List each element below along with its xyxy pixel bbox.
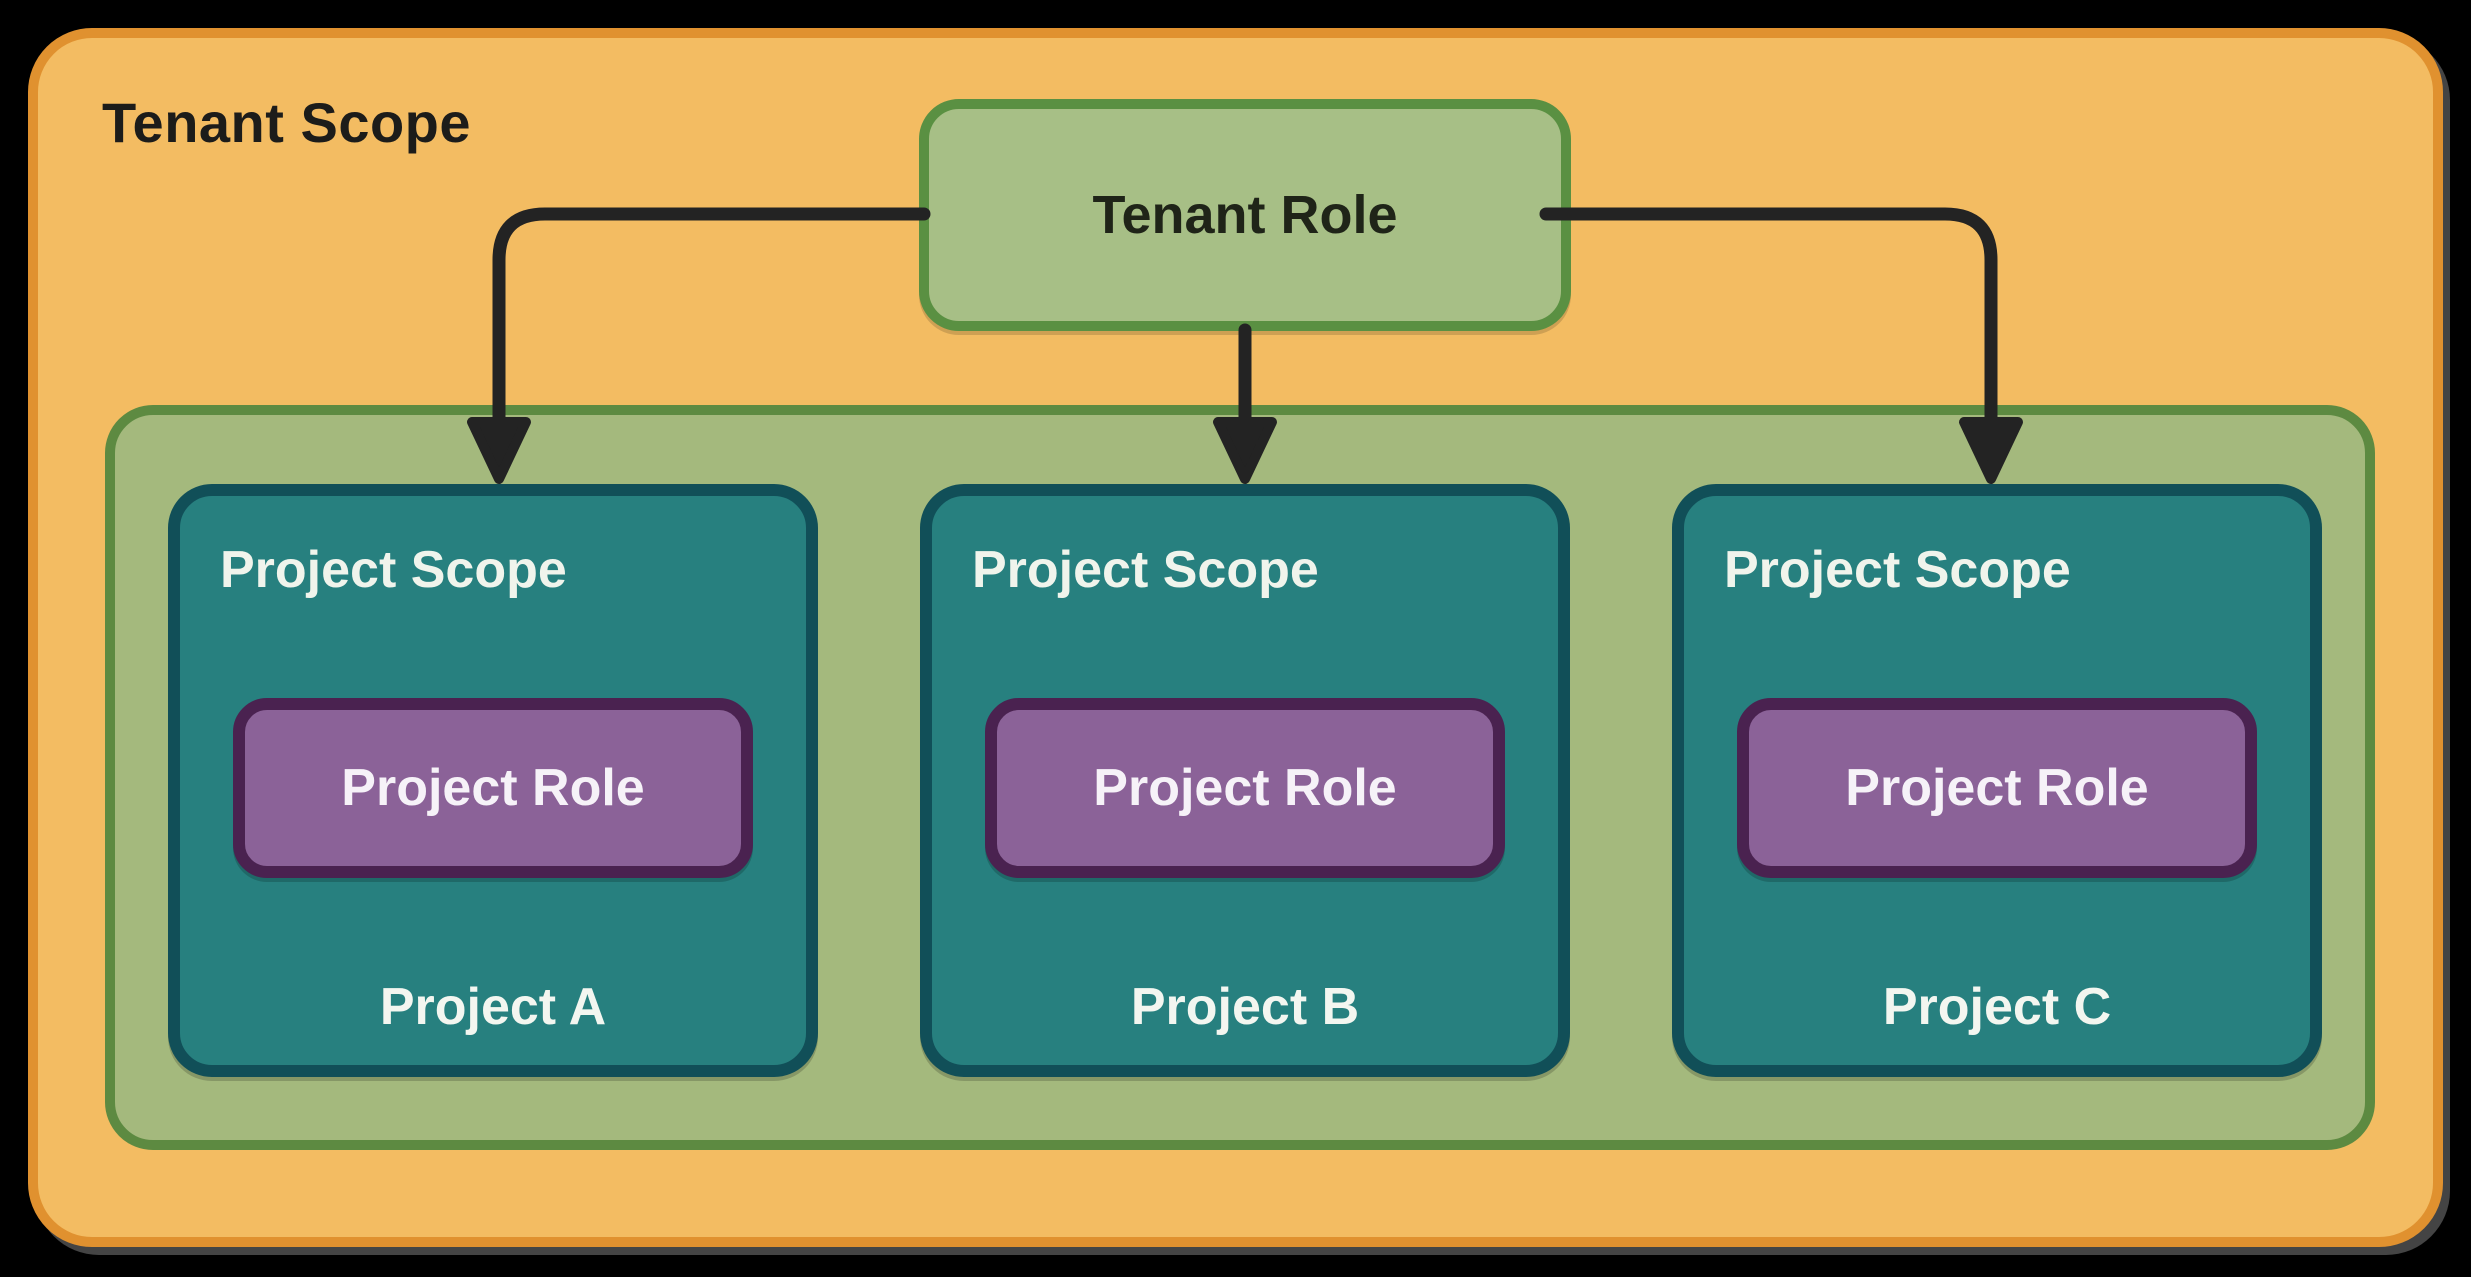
project-role-node: Project Role <box>1737 698 2257 878</box>
project-scope-label: Project Scope <box>1724 541 2071 599</box>
project-role-label: Project Role <box>1093 759 1397 817</box>
project-role-label: Project Role <box>1845 759 2149 817</box>
tenant-scope-label: Tenant Scope <box>102 91 472 154</box>
project-name-label: Project C <box>1882 978 2112 1036</box>
project-role-node: Project Role <box>233 698 753 878</box>
project-name-label: Project A <box>379 978 607 1036</box>
project-role-node: Project Role <box>985 698 1505 878</box>
project-name-label: Project B <box>1130 978 1360 1036</box>
project-scope-box-b: Project Scope Project Role Project B <box>920 484 1570 1077</box>
tenant-role-label: Tenant Role <box>1092 185 1398 245</box>
project-scope-label: Project Scope <box>220 541 567 599</box>
project-role-label: Project Role <box>341 759 645 817</box>
project-scope-box-c: Project Scope Project Role Project C <box>1672 484 2322 1077</box>
tenant-role-node: Tenant Role <box>919 99 1571 331</box>
project-scope-label: Project Scope <box>972 541 1319 599</box>
project-scope-box-a: Project Scope Project Role Project A <box>168 484 818 1077</box>
